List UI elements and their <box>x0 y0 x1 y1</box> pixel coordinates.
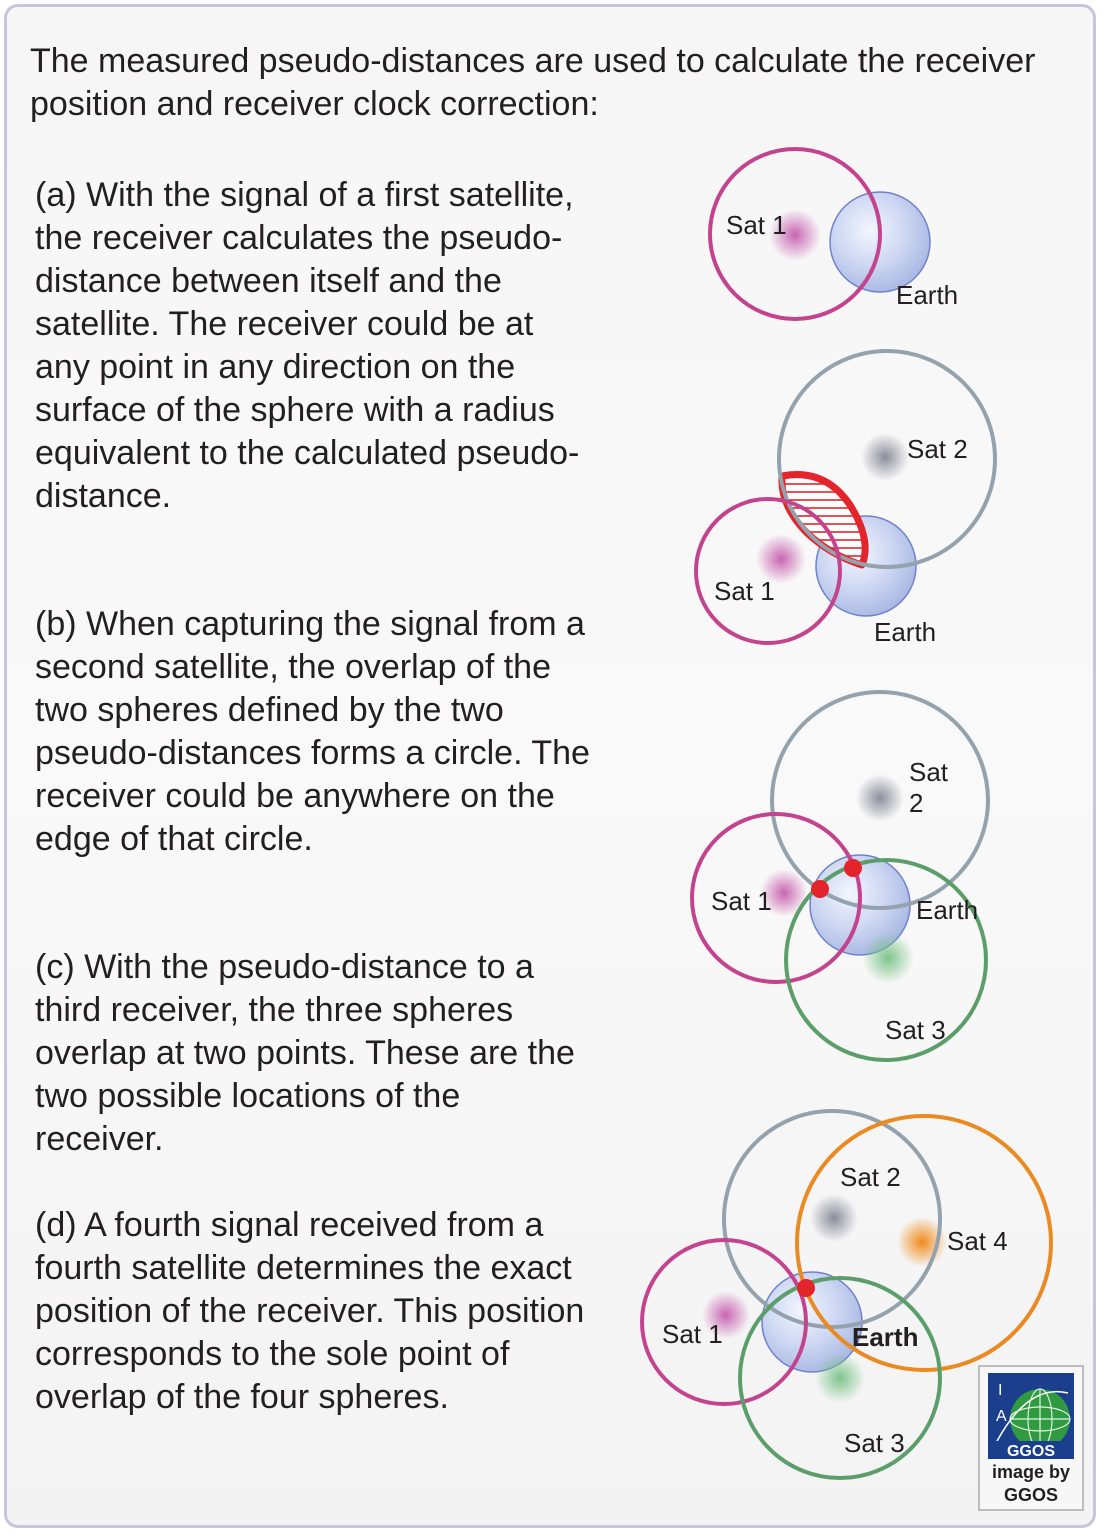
sat1-range-circle <box>640 1238 808 1406</box>
sat2-range-circle <box>722 1109 942 1329</box>
logo-caption-line2: GGOS <box>1003 1485 1058 1505</box>
gnss-diagrams: Sat 1 Earth Sat 2 Sat 1 Earth Sat 2 Sat … <box>640 147 1053 1480</box>
emblem-ggos: GGOS <box>1007 1443 1055 1459</box>
sat2-glow <box>810 1194 858 1242</box>
sat1-glow <box>702 1291 750 1339</box>
sat1-glow <box>760 869 808 917</box>
ggos-logo: I A GGOS image by GGOS <box>978 1365 1084 1511</box>
sat2-glow <box>856 774 904 822</box>
emblem-letter-i: I <box>998 1382 1002 1399</box>
emblem-letter-a: A <box>996 1408 1007 1425</box>
sat1-range-circle <box>708 147 882 321</box>
diagram-b: Sat 2 Sat 1 Earth <box>694 349 997 647</box>
sat1-label: Sat 1 <box>714 576 775 606</box>
sat1-glow <box>756 534 806 584</box>
sat2-range-circle <box>770 690 990 910</box>
sat2-label-line2: 2 <box>909 788 923 818</box>
intro-text: The measured pseudo-distances are used t… <box>30 42 1036 123</box>
sat3-label: Sat 3 <box>885 1015 946 1045</box>
logo-caption-line1: image by <box>991 1462 1071 1482</box>
sat4-label: Sat 4 <box>947 1226 1008 1256</box>
sat3-range-circle <box>784 858 988 1062</box>
sat3-range-circle <box>738 1276 942 1480</box>
step-d-text: (d) A fourth signal received from a four… <box>35 1206 585 1416</box>
logo-caption: image by GGOS <box>980 1461 1082 1507</box>
receiver-position-point <box>797 1279 815 1297</box>
step-a-text: (a) With the signal of a first satellite… <box>35 176 580 515</box>
earth-label: Earth <box>896 280 958 310</box>
diagram-a: Sat 1 Earth <box>708 147 958 321</box>
sat2-range-circle <box>777 349 997 569</box>
step-b-text: (b) When capturing the signal from a sec… <box>35 605 590 858</box>
sat2-glow <box>861 433 909 481</box>
diagram-c: Sat 2 Sat 1 Earth Sat 3 <box>690 690 990 1062</box>
sat1-label: Sat 1 <box>662 1319 723 1349</box>
earth-label: Earth <box>874 617 936 647</box>
sat2-label-line1: Sat <box>909 757 949 787</box>
earth-label: Earth <box>852 1322 918 1352</box>
sat1-range-circle <box>694 497 842 645</box>
intersection-point <box>811 880 829 898</box>
intersection-point <box>844 859 862 877</box>
sat3-glow <box>862 932 914 984</box>
sat4-range-circle <box>795 1114 1053 1372</box>
sat1-glow <box>769 209 821 261</box>
sat2-label: Sat 2 <box>840 1162 901 1192</box>
diagram-d: Sat 2 Sat 4 Sat 1 Earth Sat 3 <box>640 1109 1053 1480</box>
sat1-label: Sat 1 <box>711 886 772 916</box>
earth-label: Earth <box>916 895 978 925</box>
sat1-label: Sat 1 <box>726 210 787 240</box>
sat2-label: Sat 2 <box>907 434 968 464</box>
step-c-text: (c) With the pseudo-distance to a third … <box>35 948 575 1158</box>
sat3-glow <box>815 1353 865 1403</box>
sat1-range-circle <box>690 812 862 984</box>
sat3-label: Sat 3 <box>844 1428 905 1458</box>
ggos-emblem-icon: I A GGOS <box>988 1373 1074 1459</box>
